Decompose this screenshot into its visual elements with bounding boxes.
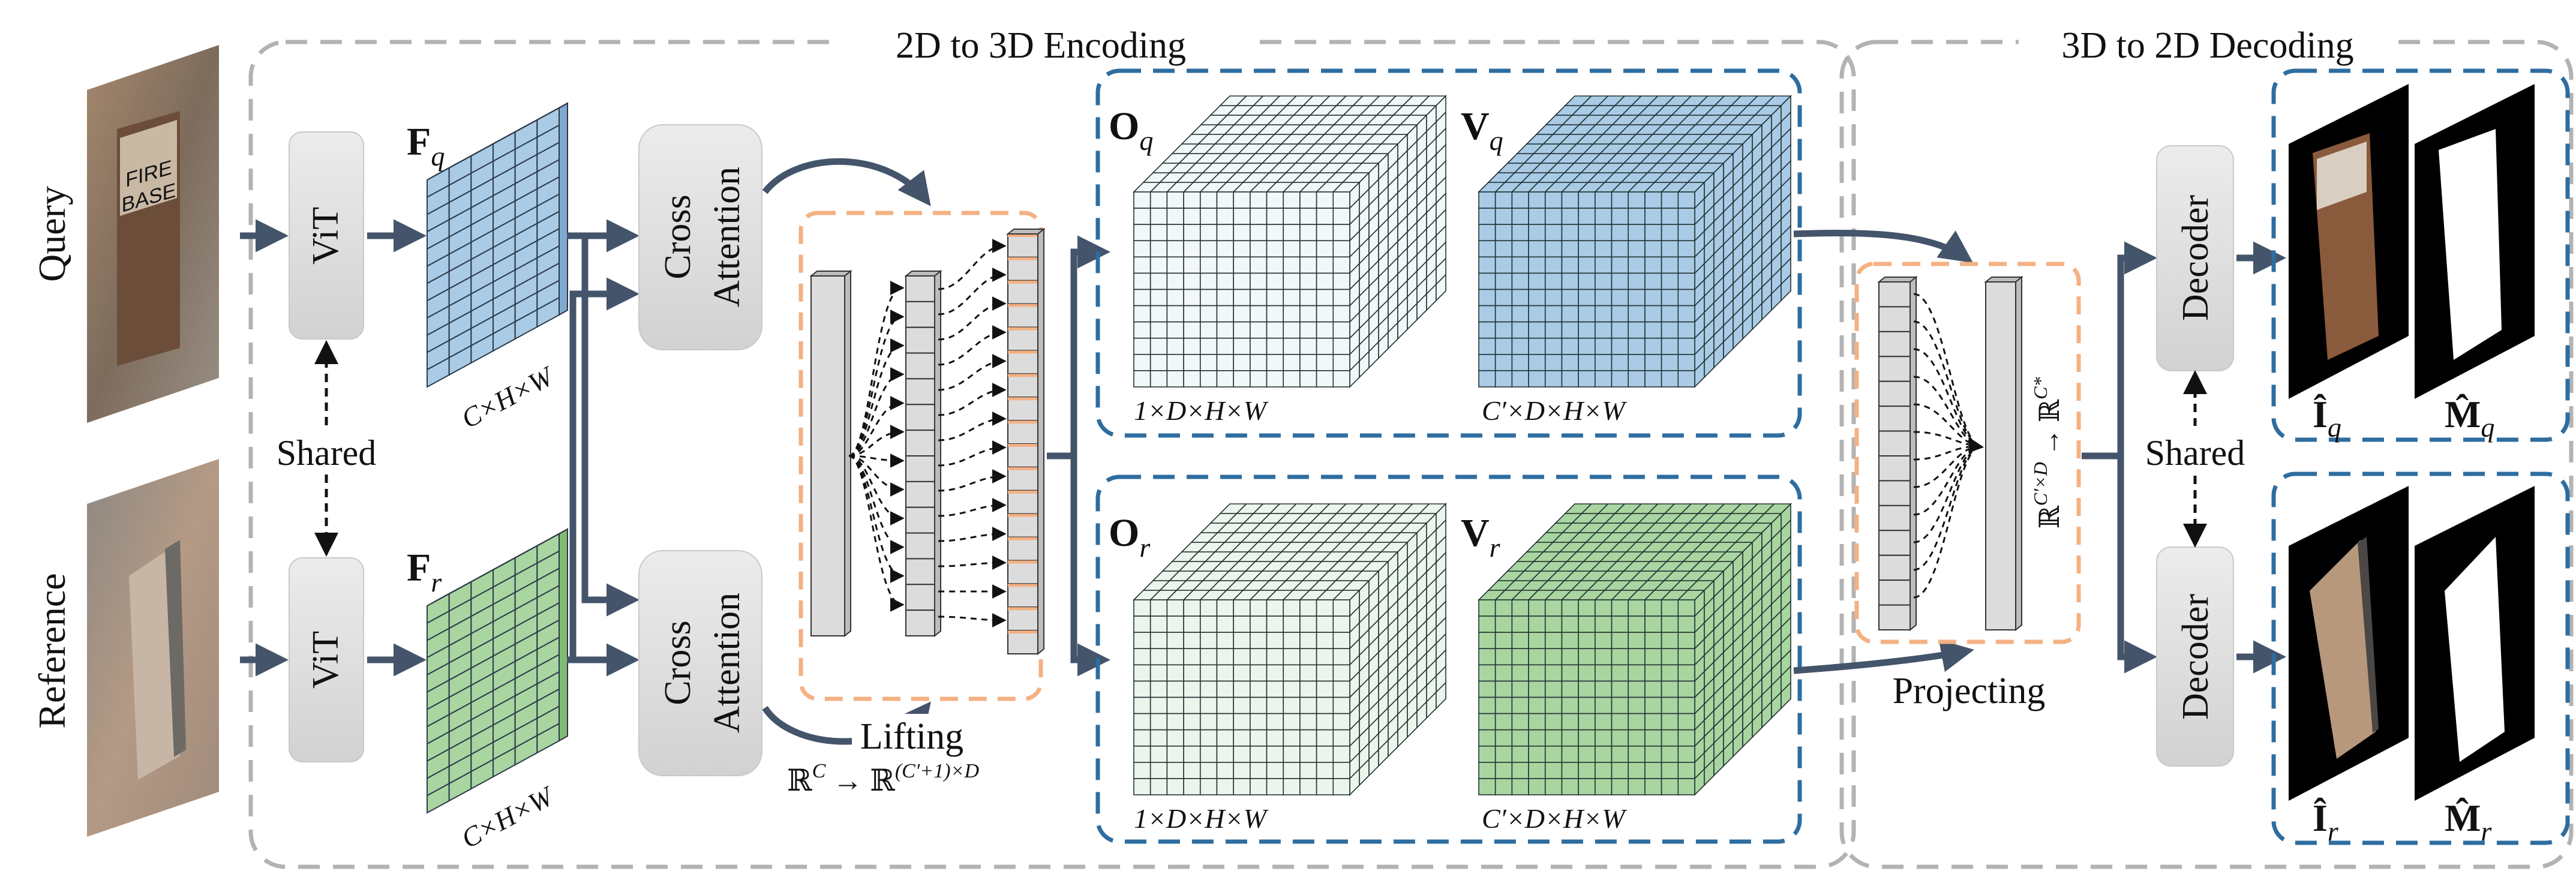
vit-shared-label: Shared — [277, 433, 377, 473]
query-mask-output — [2415, 84, 2535, 399]
mr-label: M̂r — [2445, 797, 2492, 846]
decoder-shared-label: Shared — [2145, 433, 2245, 473]
cross-attention-query-line1: Cross — [657, 194, 698, 279]
reference-volume-frame — [1095, 474, 1802, 844]
lifting-formula: ℝC→ℝ(C′+1)×D — [787, 760, 979, 797]
projecting-to-decoder-arrows — [2082, 241, 2157, 674]
fq-dims: C×H×W — [457, 360, 560, 434]
cross-attention-reference-line1: Cross — [657, 620, 698, 705]
ir-label: Îr — [2313, 797, 2339, 846]
mq-label: M̂q — [2445, 393, 2494, 443]
feature-map-reference — [427, 528, 568, 814]
vit-reference-box: ViT — [289, 557, 364, 762]
decoding-frame: 3D to 2D Decoding — [1839, 24, 2574, 869]
occupancy-volume-query — [1133, 95, 1447, 388]
query-label: Query — [31, 186, 73, 282]
input-arrows — [240, 219, 427, 677]
projecting-formula: ℝC′×D→ℝC* — [2029, 377, 2065, 529]
fq-label: Fq — [407, 120, 445, 172]
cross-attention-query-line2: Attention — [707, 167, 747, 307]
encoding-title: 2D to 3D Encoding — [896, 25, 1186, 66]
fr-dims: C×H×W — [457, 780, 560, 854]
lifting-module — [798, 211, 1046, 701]
vq-label: Vq — [1461, 104, 1503, 156]
decoder-query-label: Decoder — [2175, 195, 2216, 321]
feature-to-attention-arrows — [567, 219, 640, 677]
oq-label: Oq — [1109, 104, 1153, 156]
query-image: FIRE BASE — [87, 45, 219, 423]
projecting-label: Projecting — [1893, 671, 2046, 711]
decoder-reference-box: Decoder — [2156, 546, 2234, 767]
fr-label: Fr — [407, 546, 442, 597]
vit-query-box: ViT — [289, 131, 364, 340]
query-volume-frame — [1095, 68, 1802, 438]
decoder-reference-label: Decoder — [2175, 594, 2216, 720]
reference-mask-output — [2415, 486, 2535, 801]
vr-dims: C′×D×H×W — [1482, 803, 1627, 834]
feature-volume-query — [1478, 95, 1792, 388]
volume-to-projecting-arrows — [1793, 229, 1974, 674]
cross-attention-reference-line2: Attention — [707, 593, 747, 733]
vr-label: Vr — [1461, 511, 1501, 563]
or-dims: 1×D×H×W — [1134, 803, 1269, 834]
query-rgb-output — [2289, 84, 2409, 399]
cross-attention-reference-box: Cross Attention — [638, 550, 762, 776]
encoding-frame: 2D to 3D Encoding — [248, 24, 1856, 869]
vq-dims: C′×D×H×W — [1482, 395, 1627, 426]
vit-reference-label: ViT — [305, 631, 346, 689]
lifting-label: Lifting — [860, 716, 963, 757]
oq-dims: 1×D×H×W — [1134, 395, 1269, 426]
cross-attention-query-box: Cross Attention — [638, 124, 762, 350]
iq-label: Îq — [2313, 393, 2341, 443]
reference-rgb-output — [2289, 486, 2409, 801]
reference-image — [87, 459, 219, 837]
decoder-query-box: Decoder — [2156, 145, 2234, 371]
vit-query-label: ViT — [305, 207, 346, 265]
lifting-to-volume-arrows — [1047, 235, 1110, 677]
feature-volume-reference — [1478, 503, 1792, 796]
query-output-frame — [2271, 68, 2570, 442]
decoding-title: 3D to 2D Decoding — [2061, 25, 2353, 66]
occupancy-volume-reference — [1133, 503, 1447, 796]
reference-label: Reference — [31, 573, 73, 728]
feature-map-query — [427, 102, 568, 388]
projecting-module — [1854, 262, 2081, 644]
or-label: Or — [1109, 511, 1151, 563]
reference-output-frame — [2271, 471, 2570, 845]
